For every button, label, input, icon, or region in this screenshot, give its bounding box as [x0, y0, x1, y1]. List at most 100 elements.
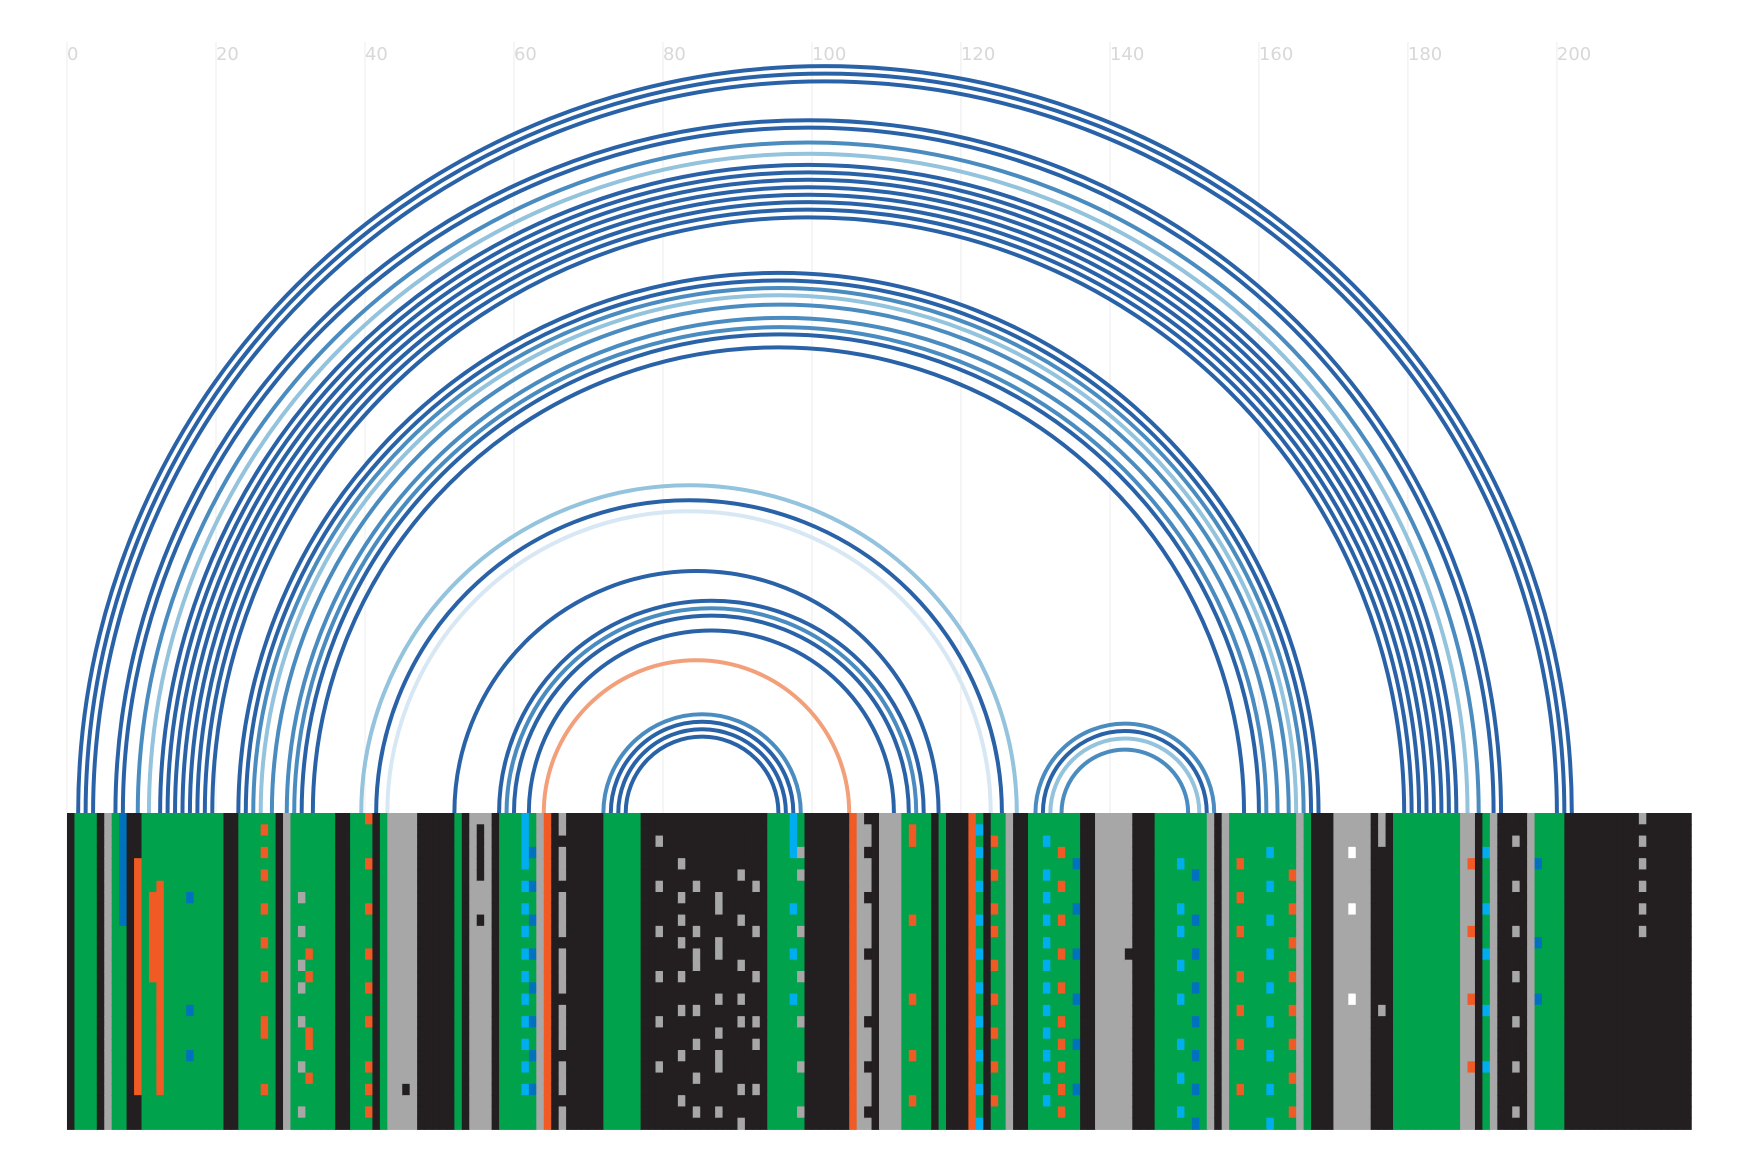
matrix-cell — [290, 813, 299, 826]
matrix-cell — [893, 1061, 903, 1074]
matrix-cell — [1244, 1050, 1253, 1063]
matrix-cell — [975, 948, 985, 961]
matrix-cell — [1050, 1083, 1059, 1097]
matrix-cell — [432, 1038, 441, 1051]
matrix-cell — [1281, 835, 1290, 848]
matrix-cell — [1132, 1004, 1141, 1018]
matrix-cell — [1154, 1038, 1163, 1051]
matrix-cell — [446, 824, 456, 837]
matrix-cell — [372, 959, 381, 972]
matrix-cell — [1184, 959, 1193, 972]
matrix-cell — [633, 824, 642, 837]
matrix-cell — [618, 813, 627, 826]
matrix-cell — [1199, 914, 1208, 927]
matrix-cell — [655, 1095, 664, 1108]
matrix-cell — [931, 903, 940, 916]
matrix-cell — [1184, 903, 1193, 916]
matrix-cell — [610, 824, 620, 837]
matrix-cell — [156, 1095, 165, 1108]
matrix-cell — [581, 1106, 590, 1119]
matrix-cell — [1258, 1016, 1268, 1029]
matrix-cell — [1050, 1004, 1059, 1018]
matrix-cell — [811, 1083, 821, 1097]
matrix-cell — [126, 914, 135, 927]
matrix-cell — [849, 892, 858, 905]
matrix-cell — [879, 959, 888, 972]
matrix-cell — [715, 824, 724, 837]
matrix-cell — [811, 1106, 821, 1119]
matrix-cell — [722, 1083, 731, 1097]
matrix-cell — [1057, 925, 1066, 939]
matrix-cell — [1087, 925, 1096, 939]
matrix-cell — [1288, 1106, 1297, 1119]
matrix-cell — [1065, 880, 1074, 893]
matrix-cell — [446, 1106, 456, 1119]
matrix-cell — [1132, 858, 1141, 871]
matrix-cell — [201, 925, 210, 939]
matrix-cell — [1117, 903, 1126, 916]
matrix-cell — [1206, 1016, 1215, 1029]
matrix-cell — [886, 959, 895, 972]
arc-link — [246, 281, 1311, 813]
matrix-cell — [879, 1083, 888, 1097]
matrix-cell — [856, 959, 865, 972]
matrix-cell — [774, 903, 783, 916]
matrix-cell — [856, 1061, 865, 1074]
matrix-cell — [1169, 982, 1178, 995]
matrix-cell — [1333, 993, 1342, 1006]
matrix-cell — [1139, 835, 1148, 848]
matrix-cell — [864, 971, 873, 984]
matrix-cell — [1124, 1061, 1134, 1074]
matrix-cell — [1020, 993, 1029, 1006]
matrix-cell — [208, 959, 217, 972]
matrix-cell — [1013, 1061, 1022, 1074]
matrix-cell — [819, 993, 828, 1006]
matrix-cell — [364, 813, 374, 826]
matrix-cell — [730, 1095, 739, 1108]
matrix-cell — [312, 971, 322, 984]
matrix-cell — [804, 1106, 813, 1119]
matrix-cell — [201, 903, 210, 916]
matrix-cell — [1080, 1027, 1089, 1040]
matrix-cell — [1109, 971, 1119, 984]
matrix-cell — [1169, 993, 1178, 1006]
matrix-cell — [342, 869, 351, 882]
matrix-cell — [916, 937, 925, 950]
matrix-cell — [1244, 1027, 1253, 1040]
matrix-cell — [215, 1117, 225, 1130]
matrix-cell — [178, 903, 187, 916]
matrix-cell — [1296, 925, 1305, 939]
matrix-cell — [536, 903, 545, 916]
arc-link — [1040, 729, 1209, 815]
matrix-cell — [1095, 1106, 1104, 1119]
matrix-cell — [856, 835, 865, 848]
matrix-cell — [104, 937, 113, 950]
matrix-cell — [1303, 1117, 1312, 1130]
matrix-cell — [834, 971, 843, 984]
matrix-cell — [96, 1027, 105, 1040]
matrix-cell — [864, 824, 873, 837]
matrix-cell — [297, 982, 307, 995]
matrix-cell — [819, 1004, 828, 1018]
matrix-cell — [1191, 869, 1201, 882]
matrix-cell — [886, 869, 895, 882]
matrix-cell — [1087, 1083, 1096, 1097]
matrix-cell — [536, 1083, 545, 1097]
matrix-cell — [1251, 892, 1260, 905]
matrix-cell — [417, 1050, 426, 1063]
matrix-cell — [364, 1027, 374, 1040]
matrix-cell — [707, 869, 716, 882]
matrix-cell — [327, 1095, 336, 1108]
matrix-cell — [275, 948, 284, 961]
matrix-cell — [938, 813, 947, 826]
matrix-cell — [260, 813, 269, 826]
matrix-cell — [1303, 1027, 1312, 1040]
matrix-cell — [655, 869, 664, 882]
matrix-cell — [327, 824, 336, 837]
matrix-cell — [208, 1050, 217, 1063]
matrix-cell — [633, 1050, 642, 1063]
matrix-cell — [1057, 824, 1066, 837]
matrix-cell — [1236, 1016, 1245, 1029]
matrix-cell — [618, 846, 627, 860]
matrix-cell — [1311, 1050, 1320, 1063]
